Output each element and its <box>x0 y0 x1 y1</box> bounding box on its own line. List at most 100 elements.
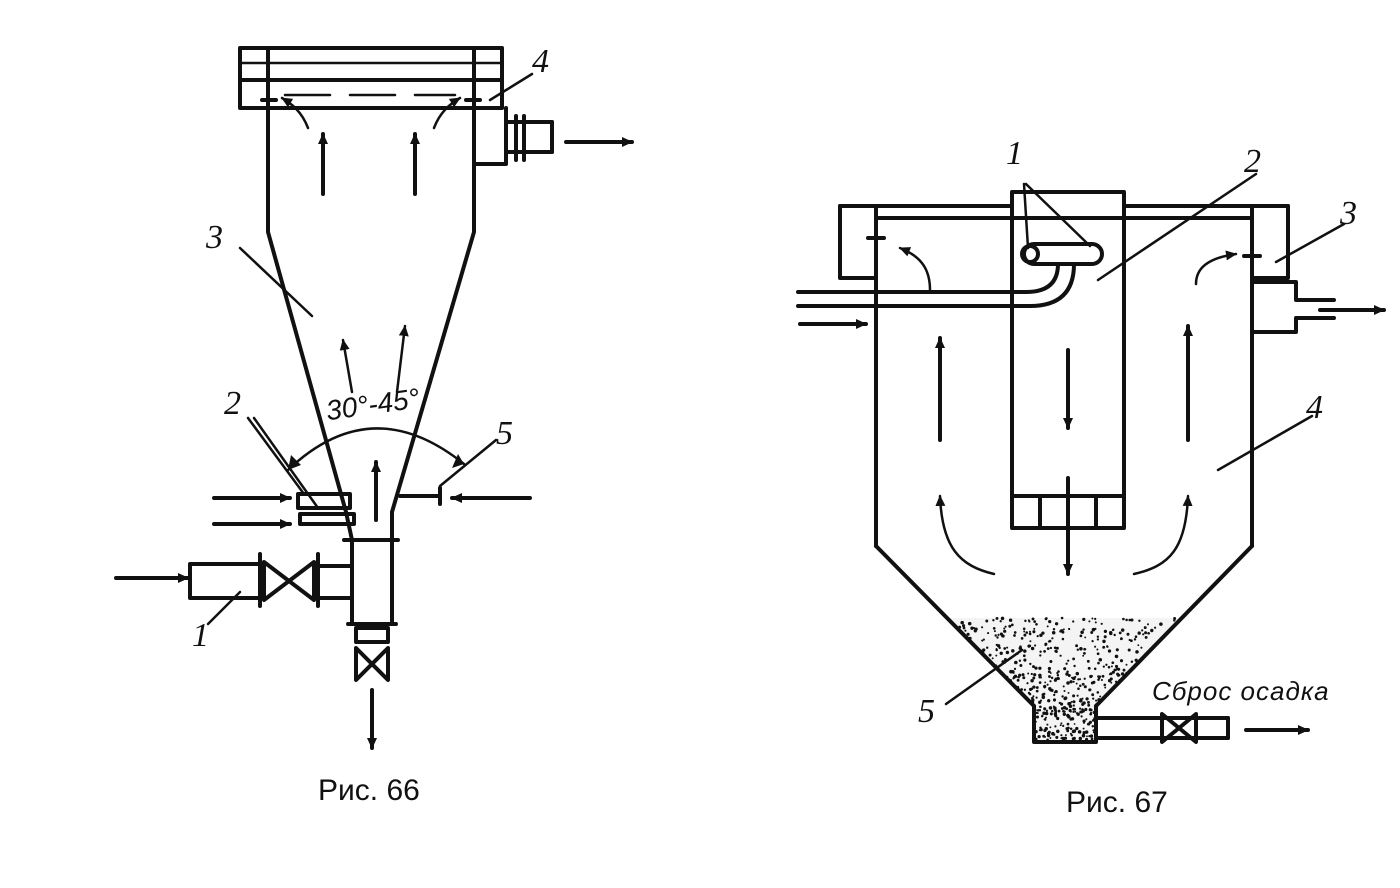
sediment-dot <box>1125 663 1128 666</box>
sediment-dot <box>1042 711 1046 715</box>
sediment-dot <box>1107 649 1112 653</box>
sediment-dot <box>1058 701 1062 705</box>
figure-67: 1 2 3 4 5 Сброс осадка <box>796 135 1386 744</box>
sediment-dot <box>1035 686 1039 689</box>
sediment-dot <box>1127 648 1131 652</box>
sediment-dot <box>1061 630 1065 634</box>
sediment-dot <box>1135 650 1139 654</box>
sediment-dot <box>1045 617 1048 620</box>
sediment-dot <box>1102 645 1106 649</box>
sediment-dot <box>1038 681 1042 684</box>
sediment-dot <box>1033 673 1037 677</box>
sediment-dot <box>1108 673 1111 676</box>
sediment-dot <box>1052 627 1056 631</box>
sediment-dot <box>1041 693 1045 697</box>
sediment-dot <box>1049 672 1052 674</box>
sediment-dot <box>1083 677 1086 680</box>
sediment-dot <box>1062 709 1065 713</box>
sediment-dot <box>1026 682 1029 685</box>
sediment-dot <box>1114 669 1117 672</box>
sediment-dot <box>1048 706 1053 710</box>
sediment-dot <box>1023 688 1027 691</box>
sediment-dot <box>1027 691 1031 695</box>
sediment-dot <box>1023 649 1027 653</box>
sediment-dot <box>1122 617 1125 621</box>
sediment-dot <box>1043 707 1047 711</box>
fig67-label-3: 3 <box>1339 195 1357 232</box>
sediment-dot <box>1032 676 1036 680</box>
sediment-dot <box>1054 725 1057 728</box>
sediment-dot <box>1173 617 1177 620</box>
sediment-dot <box>1111 670 1115 674</box>
sediment-dot <box>1038 709 1042 712</box>
sediment-dot <box>1040 676 1042 679</box>
sediment-dot <box>1056 729 1060 734</box>
sediment-dot <box>1092 680 1096 684</box>
fig66-nozzles <box>212 486 532 529</box>
sediment-dot <box>966 632 970 636</box>
sediment-dot <box>1072 700 1076 704</box>
sediment-dot <box>1091 617 1094 620</box>
sediment-dot <box>996 636 999 639</box>
sediment-dot <box>1111 628 1115 632</box>
sediment-dot <box>1035 622 1038 626</box>
sediment-dot <box>1094 621 1097 624</box>
sediment-dot <box>1089 734 1094 738</box>
sediment-dot <box>1099 695 1102 698</box>
sediment-dot <box>1100 622 1103 625</box>
sediment-dot <box>1104 686 1107 689</box>
sediment-dot <box>1032 695 1035 698</box>
sediment-dot <box>1130 660 1134 664</box>
sediment-dot <box>1076 648 1079 651</box>
sediment-dot <box>1073 723 1076 725</box>
sediment-dot <box>992 627 996 630</box>
sediment-dot <box>1080 630 1084 635</box>
sediment-dot <box>1066 681 1070 685</box>
fig67-label-2: 2 <box>1244 143 1261 180</box>
sediment-dot <box>1036 709 1040 712</box>
sediment-dot <box>1118 673 1121 677</box>
sediment-dot <box>1020 637 1024 640</box>
sediment-dot <box>1003 647 1007 650</box>
sediment-dot <box>1122 668 1126 672</box>
sediment-dot <box>1069 680 1073 684</box>
sediment-dot <box>1072 736 1076 740</box>
sediment-dot <box>1046 625 1049 628</box>
sediment-dot <box>1119 659 1124 663</box>
sediment-dot <box>970 626 974 630</box>
sediment-dot <box>995 616 999 620</box>
sediment-dot <box>1072 620 1075 623</box>
sediment-dot <box>1078 678 1082 681</box>
sediment-dot <box>1032 685 1036 689</box>
sediment-dot <box>1088 708 1092 712</box>
sediment-dot <box>1094 617 1097 621</box>
sediment-dot <box>1041 695 1046 700</box>
sediment-dot <box>1102 665 1105 668</box>
sediment-dot <box>1061 637 1065 641</box>
sediment-dot <box>1023 633 1027 637</box>
fig66-piping <box>114 510 400 750</box>
sediment-dot <box>1047 666 1052 671</box>
sediment-dot <box>981 639 984 642</box>
sediment-dot <box>1089 688 1092 691</box>
sediment-dot <box>1065 662 1068 665</box>
sediment-dot <box>1126 632 1130 636</box>
sediment-dot <box>1034 666 1038 670</box>
sediment-dot <box>1019 664 1023 667</box>
sediment-dot <box>993 630 996 633</box>
sediment-dot <box>1042 734 1046 738</box>
sediment-dot <box>1084 648 1087 651</box>
sediment-dot <box>1027 672 1030 675</box>
sediment-dot <box>1052 630 1055 633</box>
sediment-dot <box>1056 673 1060 677</box>
sediment-dot <box>1047 640 1050 643</box>
sediment-dot <box>1088 734 1091 738</box>
sediment-dot <box>1153 626 1157 629</box>
sediment-dot <box>1056 716 1060 721</box>
sediment-dot <box>1050 676 1054 680</box>
sediment-dot <box>974 627 978 631</box>
sediment-dot <box>1074 710 1077 713</box>
fig66-body <box>266 96 476 522</box>
sediment-dot <box>1077 730 1082 734</box>
